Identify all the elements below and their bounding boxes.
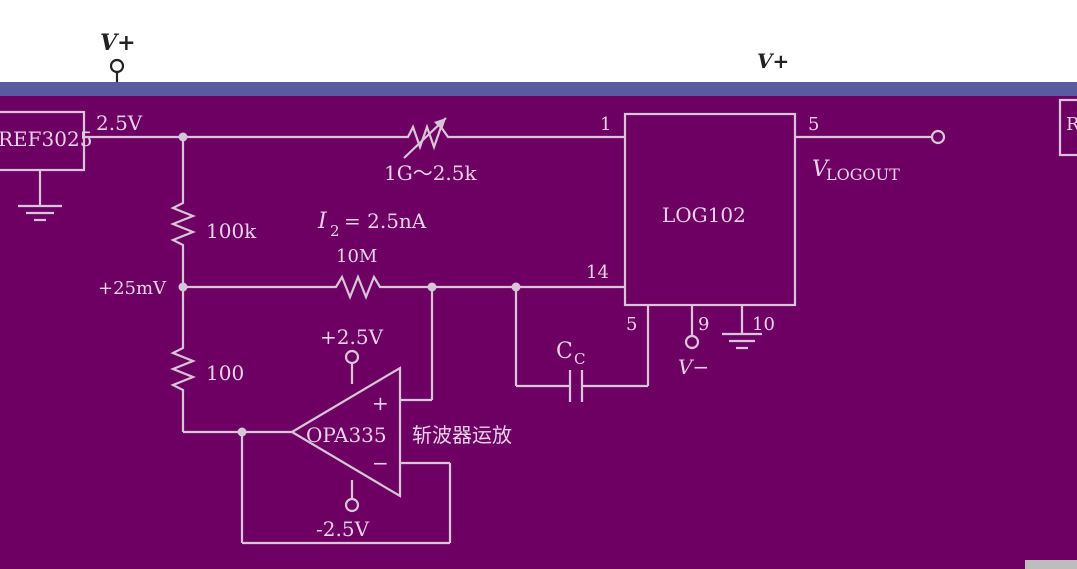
resistor-100 [170,343,196,395]
resistor-100k [170,198,196,250]
pin1-label: 1 [600,114,611,135]
pin10-ground-icon [722,332,762,350]
log102-label: LOG102 [662,203,746,227]
v-plus-right-label: V+ [757,49,789,73]
ref-out-voltage: 2.5V [96,111,143,135]
adj-range-label: 1G～2.5k [384,161,478,185]
ref-ground-icon [18,204,62,222]
right-clipped-label: R [1066,114,1077,135]
v-plus-left-terminal [109,58,125,74]
ref3025-label: REF3025 [0,127,92,151]
pin5-bottom-label: 5 [626,314,637,335]
pin10-label: 10 [752,314,775,335]
opamp-note: 斩波器运放 [412,423,512,447]
opamp-minus-sign: − [372,451,389,475]
r-100-label: 100 [206,361,244,385]
ref3025-chip [0,110,86,172]
opamp-triangle [289,366,402,498]
pin14-label: 14 [586,262,609,283]
bottom-right-patch [1025,560,1077,569]
pin5-top-label: 5 [808,114,819,135]
opamp-plus-sign: + [372,391,389,415]
v-logout-label: V [812,157,830,182]
v-minus-label: V− [678,355,709,379]
node-25mv-label: +25mV [98,278,167,299]
right-clipped-chip [1058,98,1077,157]
i2-subscript: 2 [330,222,340,240]
resistor-10m [330,274,386,300]
v-plus-left-label: V+ [100,30,136,56]
cap-subscript: C [574,350,585,368]
r-10m-label: 10M [336,246,377,267]
adjustable-arrow-head [434,118,446,130]
pin9-label: 9 [698,314,709,335]
opamp-label: OPA335 [306,423,387,447]
adjustable-resistor [400,123,455,151]
pos-supply-label: +2.5V [320,325,384,349]
cap-label: C [556,339,573,364]
diagram-background [0,82,1077,569]
log102-chip [623,112,797,307]
v-minus-terminal [684,334,700,350]
top-stripe [0,82,1077,96]
i2-label: I [317,209,328,234]
neg-supply-label: -2.5V [316,517,370,541]
neg-supply-terminal [344,497,360,513]
pos-supply-terminal [344,349,360,365]
v-logout-subscript: LOGOUT [826,165,900,184]
r-100k-label: 100k [206,219,257,243]
i2-value: = 2.5nA [344,209,427,233]
output-terminal [930,129,946,145]
